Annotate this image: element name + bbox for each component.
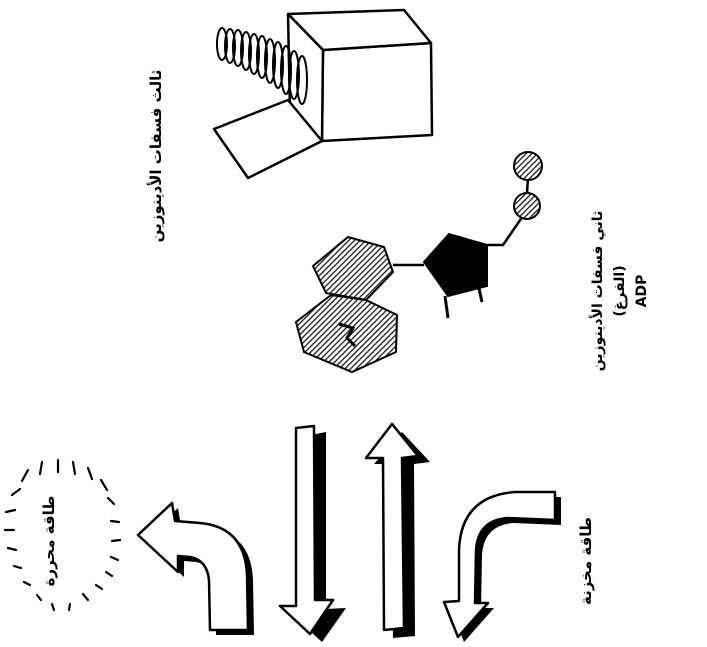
up-arrow-icon xyxy=(364,422,430,638)
adp-label: ثاني فسفات الأدينوزين (الفرغ) ADP xyxy=(587,206,679,376)
stored-energy-label: طاقة مخزنة xyxy=(577,516,595,606)
adp-label-line-2: (الفرغ) xyxy=(612,265,628,317)
down-arrow-icon xyxy=(278,424,346,642)
stored-energy-bent-arrow-icon xyxy=(442,490,561,642)
adp-molecule-icon xyxy=(294,151,543,374)
spring-coils xyxy=(216,27,308,105)
bent-arrow-icon xyxy=(136,501,254,635)
energy-burst-icon xyxy=(3,458,122,612)
adp-label-line-1: ثاني فسفات الأدينوزين xyxy=(590,210,606,372)
phosphate-group-1 xyxy=(513,192,541,220)
released-energy-label: طاقة محررة xyxy=(40,495,58,587)
phosphate-group-2 xyxy=(513,151,543,181)
purine-ring-large xyxy=(294,293,399,374)
atp-label: ثالث فسفات الأدينوزين xyxy=(147,69,165,243)
compressed-spring-box-icon xyxy=(212,8,434,180)
purine-ring-small xyxy=(311,235,395,302)
ribose-pentagon xyxy=(422,232,488,298)
adp-label-line-3: ADP xyxy=(634,274,650,308)
